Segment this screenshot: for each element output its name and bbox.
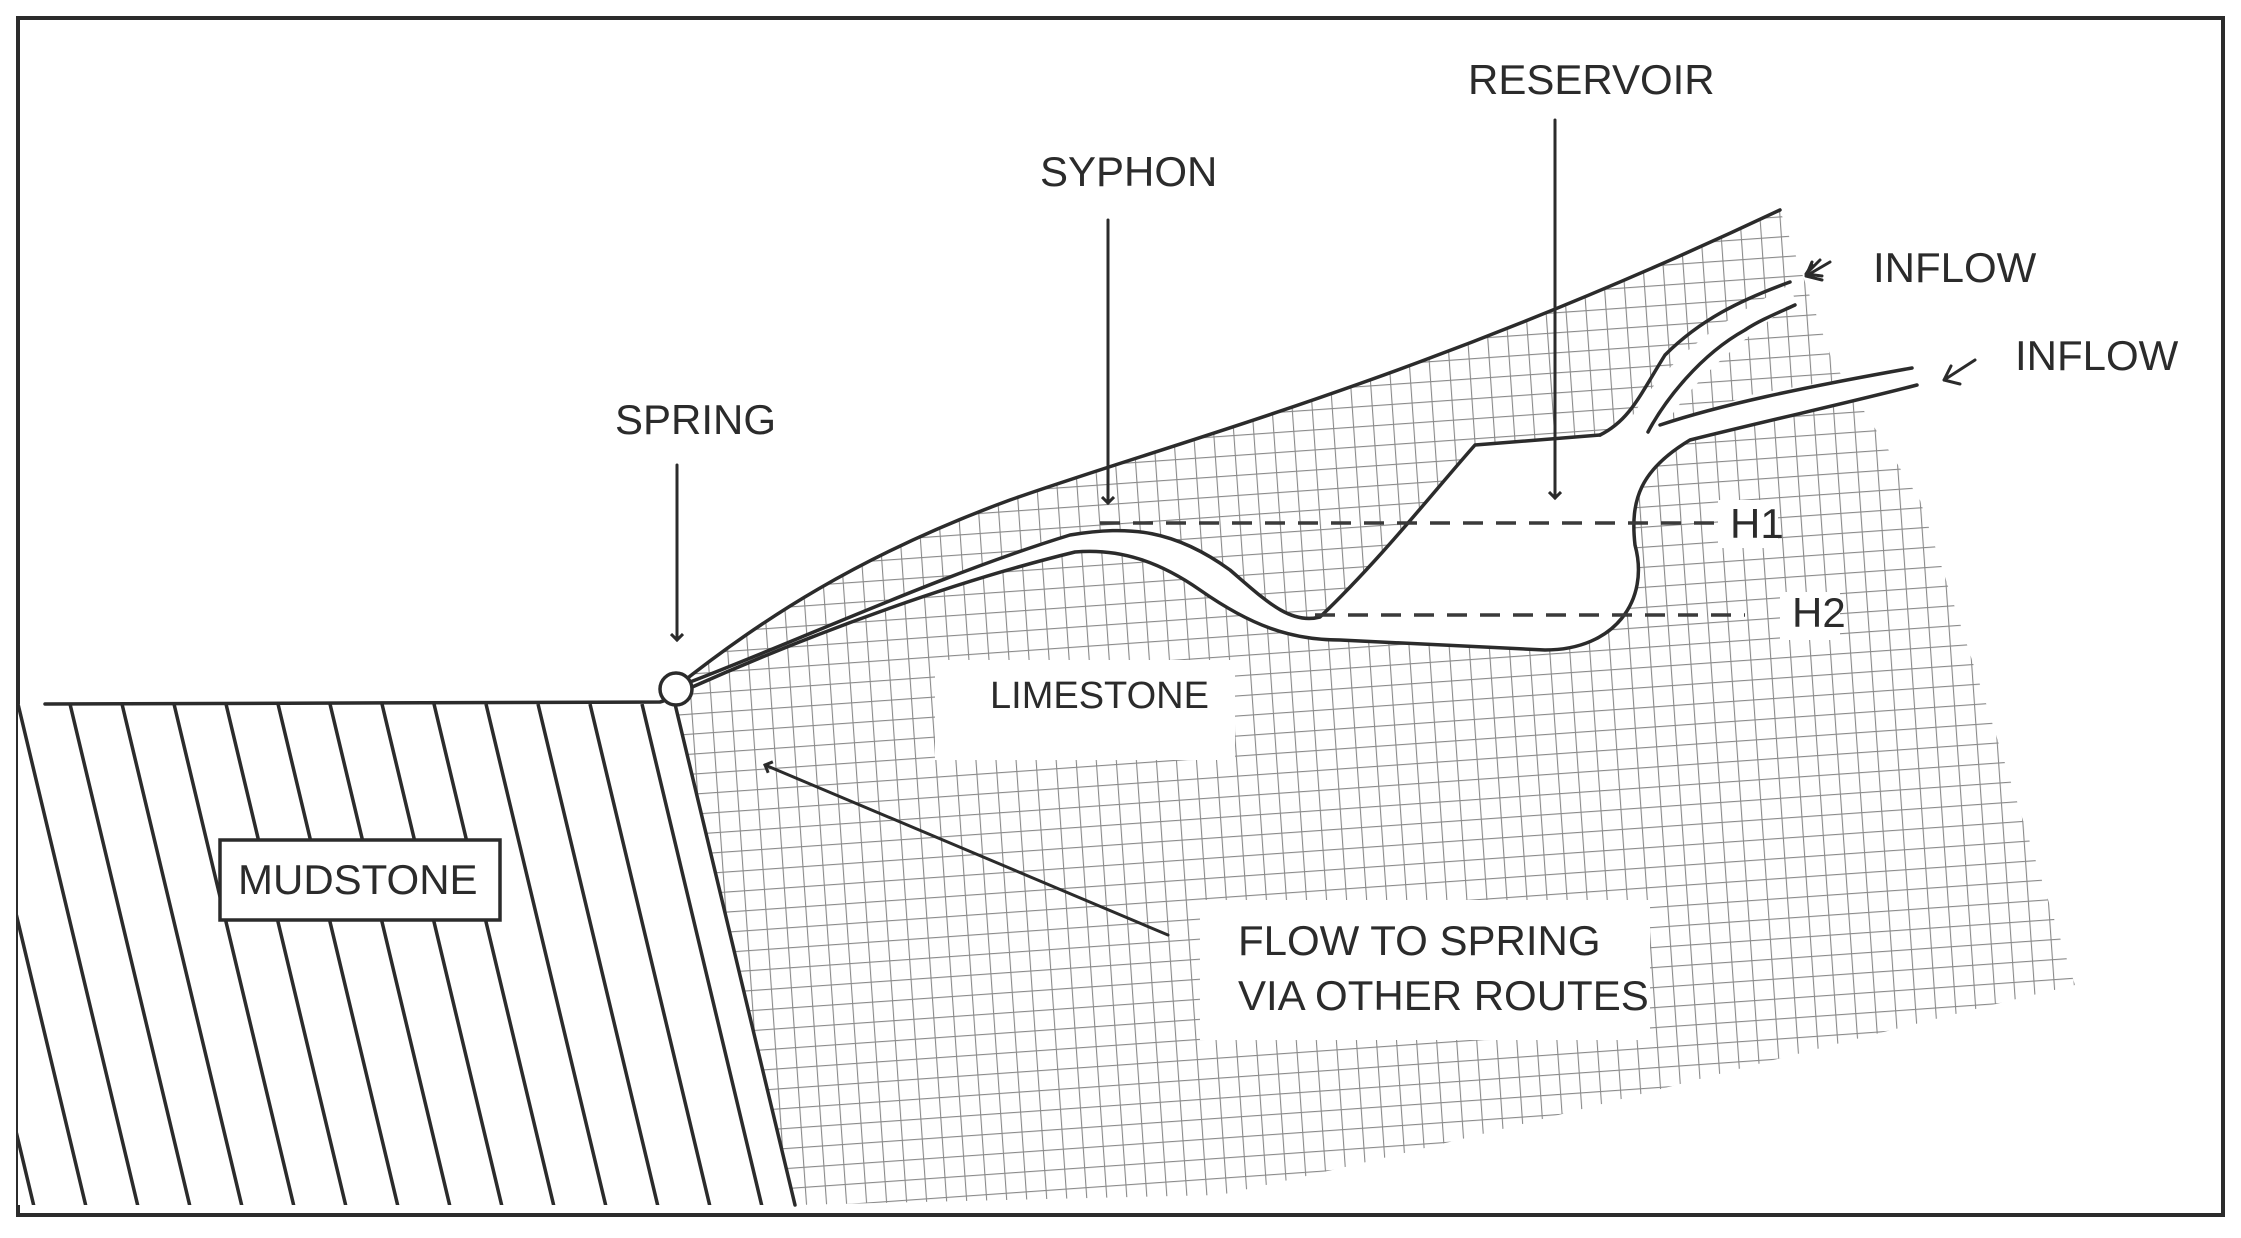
mudstone-stripe — [484, 704, 610, 1205]
mudstone-stripe — [588, 704, 714, 1205]
mudstone-stripe — [18, 704, 90, 1205]
mudstone-stripe — [432, 704, 558, 1205]
inflow-label-2: INFLOW — [2015, 332, 2179, 379]
mudstone-stripe — [224, 704, 350, 1205]
mudstone-contact — [673, 702, 797, 1207]
h2-label-bg — [1780, 592, 1840, 640]
mudstone-stripe — [120, 704, 246, 1205]
mudstone-stripe — [536, 704, 662, 1205]
mudstone-label: MUDSTONE — [238, 856, 478, 903]
flow-via-other-routes-arrow — [765, 765, 1170, 937]
inflow-label-1: INFLOW — [1873, 244, 2037, 291]
conduit-lower-wall — [688, 383, 1919, 690]
inflow-branch-upper-inner — [1646, 303, 1797, 434]
flow-label-line-2: VIA OTHER ROUTES — [1238, 972, 1649, 1019]
h1-label: H1 — [1730, 500, 1784, 547]
h1-label-bg — [1718, 500, 1778, 548]
mudstone-body — [18, 704, 795, 1205]
limestone-label-bg — [935, 660, 1235, 760]
mudstone-stripe — [276, 704, 402, 1205]
inflow-arrow-2-head — [1942, 358, 1977, 386]
mudstone-stripe — [68, 704, 194, 1205]
limestone-body — [675, 210, 2075, 1205]
flow-label-bg — [1200, 900, 1650, 1040]
flow-label-line-1: FLOW TO SPRING — [1238, 917, 1601, 964]
mudstone-label-bg — [218, 838, 502, 922]
spring-outlet — [658, 671, 694, 707]
mudstone-stripe — [328, 704, 454, 1205]
mudstone-stripe — [18, 704, 142, 1205]
mudstone-stripe — [640, 704, 766, 1205]
spring-label: SPRING — [615, 396, 776, 443]
conduit-upper-wall — [688, 433, 1602, 684]
limestone-label: LIMESTONE — [990, 675, 1209, 717]
h2-label: H2 — [1792, 589, 1846, 636]
syphon-label: SYPHON — [1040, 148, 1217, 195]
mudstone-stripe — [380, 704, 506, 1205]
mudstone-stripe — [172, 704, 298, 1205]
inflow-arrow-1-head — [1804, 260, 1832, 282]
reservoir-label: RESERVOIR — [1468, 56, 1715, 103]
inflow-branch-lower — [1658, 366, 1914, 427]
inflow-branch-upper — [1598, 280, 1792, 437]
conduit-passage — [690, 285, 1917, 688]
limestone-surface — [673, 208, 1782, 690]
